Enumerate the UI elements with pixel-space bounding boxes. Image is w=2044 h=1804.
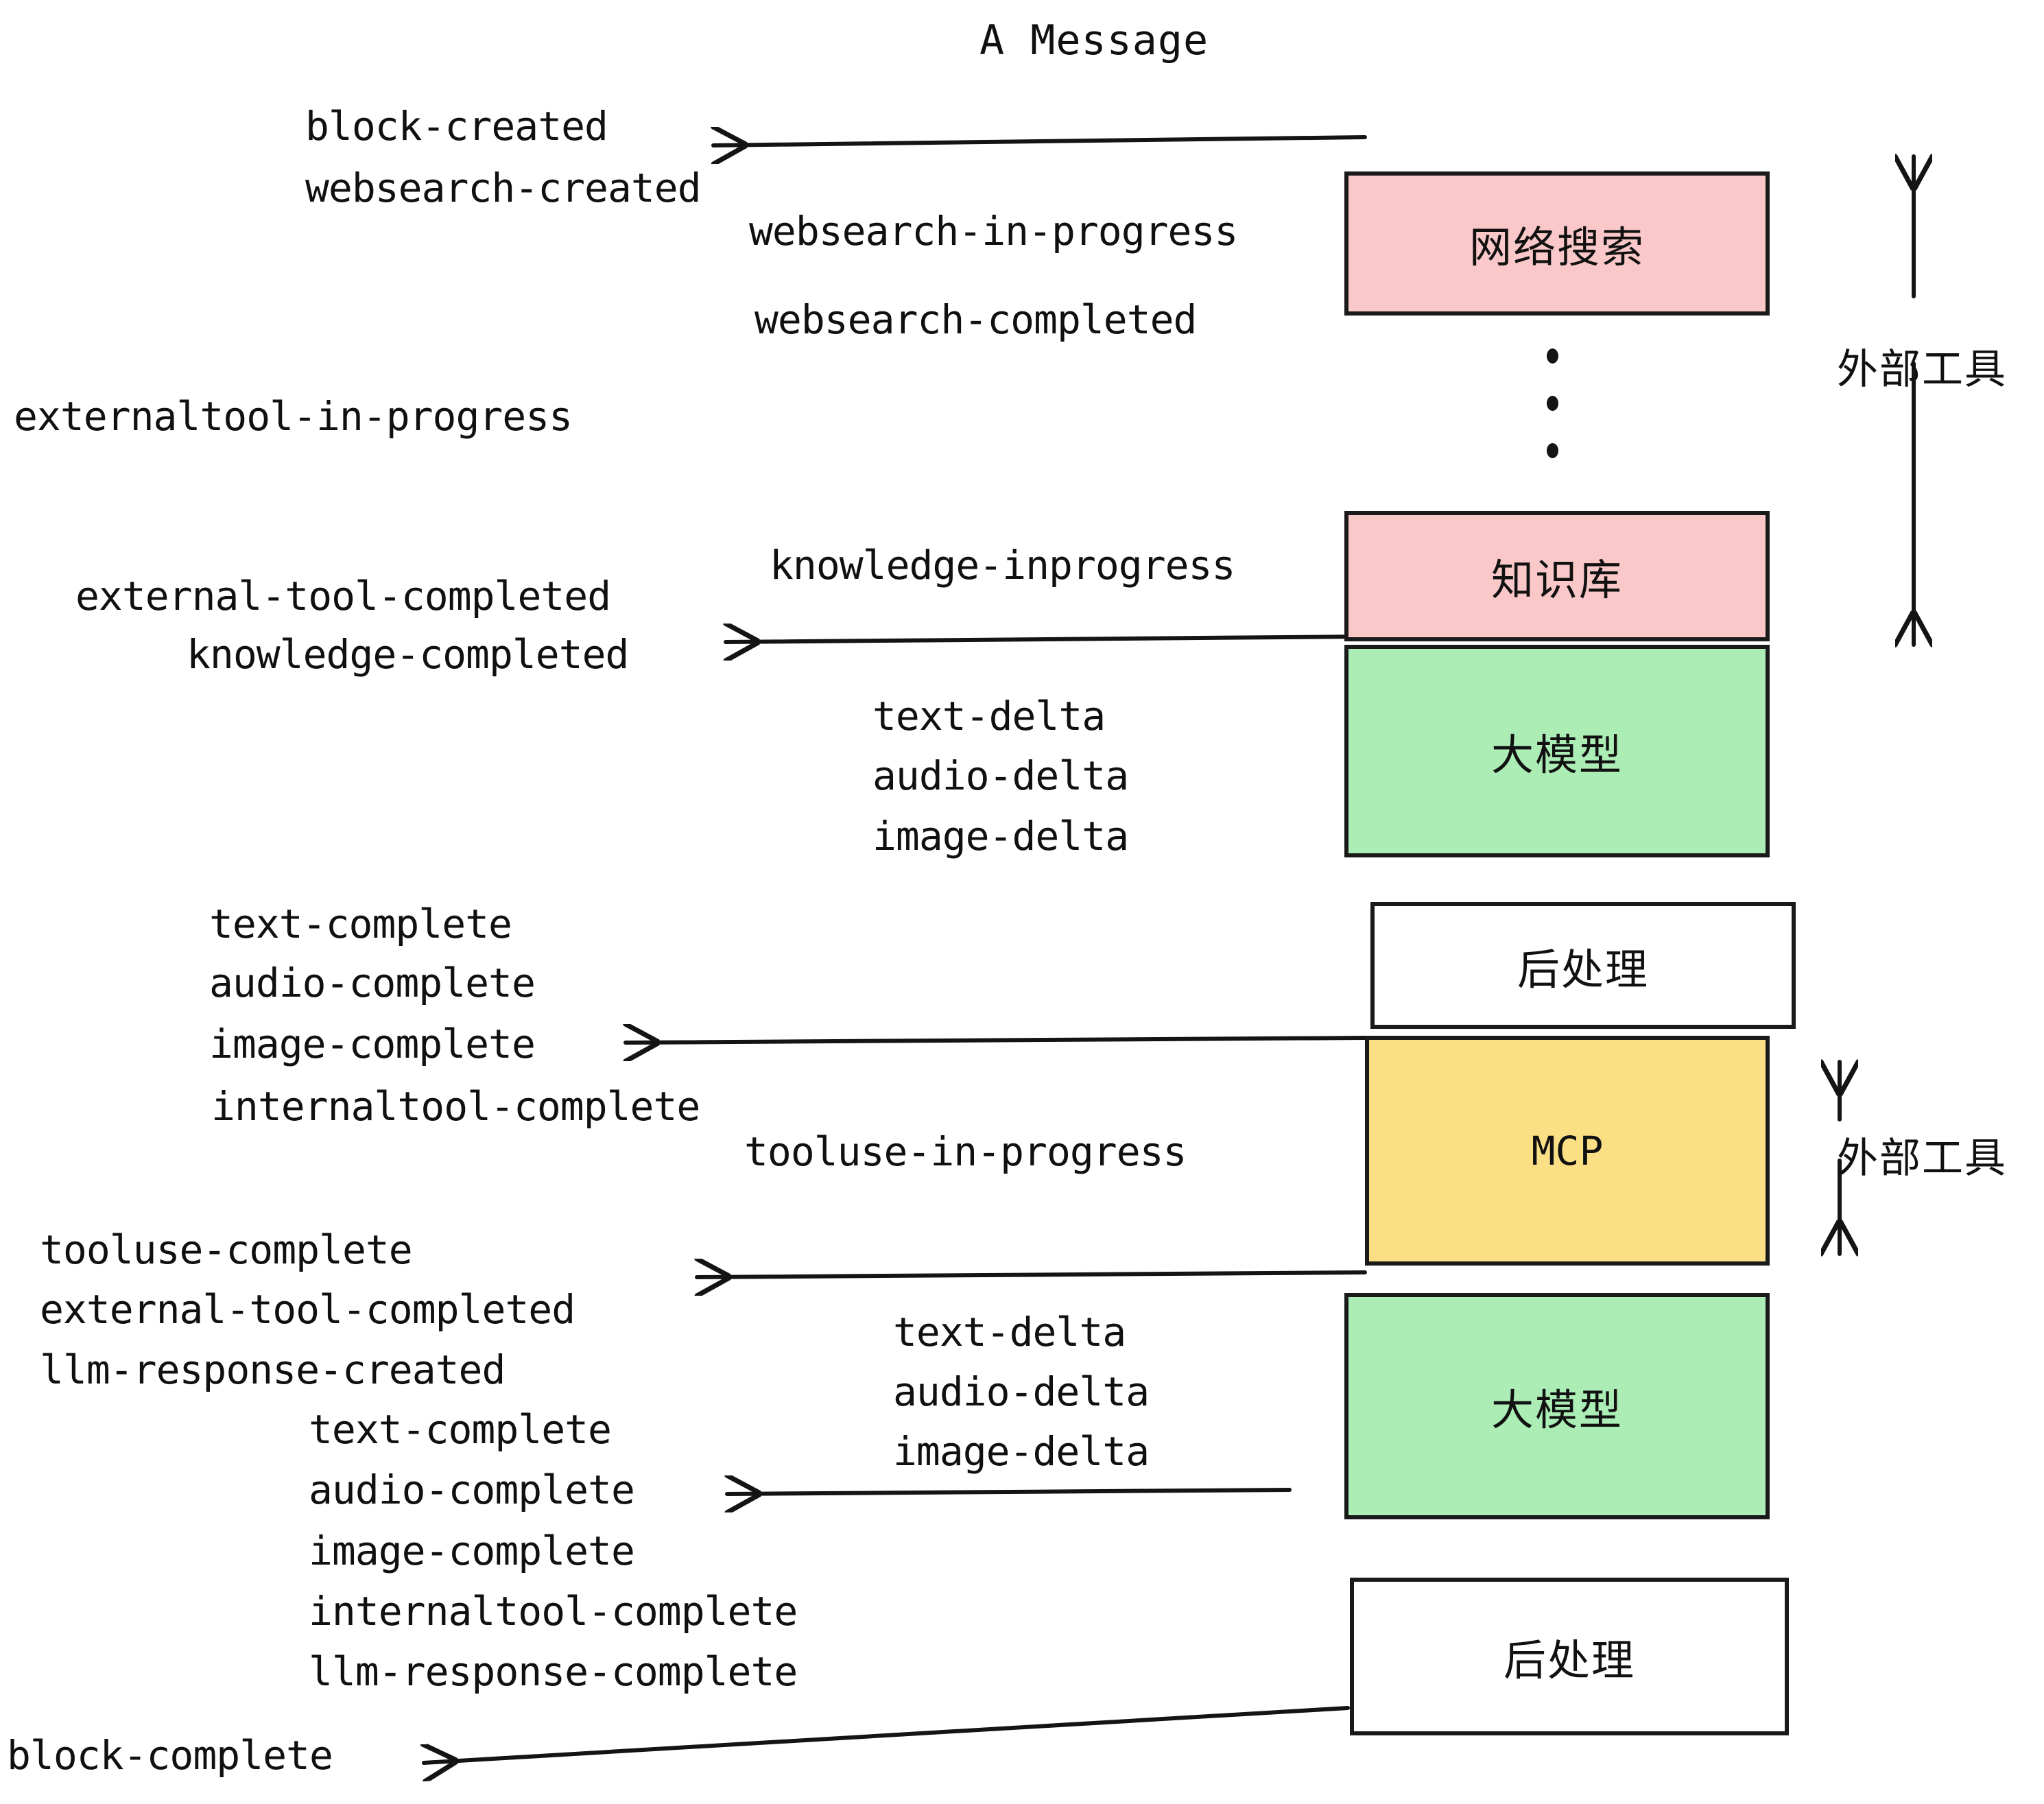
event-label-block-created: block-created	[305, 103, 608, 150]
event-label-text-complete-2: text-complete	[309, 1406, 612, 1453]
event-label-llm-response-created: llm-response-created	[40, 1346, 506, 1393]
event-label-block-complete: block-complete	[7, 1732, 333, 1779]
event-label-external-tool-completed-1: external-tool-completed	[75, 573, 611, 619]
event-label-image-complete-1: image-complete	[209, 1021, 536, 1067]
node-label: 大模型	[1490, 730, 1623, 780]
ellipsis-dot	[1547, 443, 1558, 458]
event-label-llm-response-complete: llm-response-complete	[309, 1648, 798, 1695]
node-post-1: 后处理	[1370, 902, 1796, 1029]
event-label-audio-complete-1: audio-complete	[209, 960, 536, 1006]
node-label: 知识库	[1490, 555, 1623, 605]
arrow-block-complete	[424, 1706, 1350, 1763]
arrow-block-created	[713, 137, 1367, 145]
vertical-ellipsis-icon	[1547, 348, 1558, 458]
event-label-internaltool-complete-1: internaltool-complete	[211, 1083, 700, 1130]
node-label: 后处理	[1517, 944, 1649, 995]
node-label: 网络搜索	[1469, 222, 1645, 272]
event-label-externaltool-in-progress: externaltool-in-progress	[14, 393, 573, 440]
node-knowledge: 知识库	[1344, 511, 1770, 641]
arrow-knowledge-done	[726, 637, 1366, 642]
event-label-websearch-created: websearch-created	[305, 165, 702, 211]
event-label-internaltool-complete-2: internaltool-complete	[309, 1588, 798, 1635]
arrow-audio-complete	[727, 1490, 1292, 1494]
node-websearch: 网络搜索	[1344, 171, 1770, 316]
node-llm-1: 大模型	[1344, 645, 1770, 857]
event-label-external-tool-completed-2: external-tool-completed	[40, 1286, 575, 1333]
event-label-text-complete-1: text-complete	[209, 901, 512, 947]
arrow-image-complete	[626, 1038, 1368, 1043]
event-label-audio-delta-1: audio-delta	[872, 752, 1129, 799]
event-label-audio-complete-2: audio-complete	[309, 1467, 635, 1513]
node-label: MCP	[1531, 1127, 1604, 1174]
arrow-tooluse-complete	[697, 1272, 1367, 1277]
node-post-2: 后处理	[1350, 1578, 1789, 1735]
event-label-text-delta-1: text-delta	[872, 693, 1106, 739]
ellipsis-dot	[1547, 396, 1558, 411]
event-label-image-complete-2: image-complete	[309, 1528, 635, 1574]
node-llm-2: 大模型	[1344, 1293, 1770, 1519]
event-label-text-delta-2: text-delta	[893, 1309, 1126, 1355]
side-label-external-tool-top: 外部工具	[1837, 346, 2007, 394]
side-label-external-tool-bottom: 外部工具	[1837, 1135, 2007, 1183]
event-label-knowledge-inprogress: knowledge-inprogress	[770, 542, 1235, 589]
ellipsis-dot	[1547, 348, 1558, 364]
page-title: A Message	[979, 16, 1209, 64]
event-label-tooluse-in-progress: tooluse-in-progress	[744, 1128, 1187, 1175]
node-mcp: MCP	[1365, 1036, 1770, 1266]
event-label-websearch-completed: websearch-completed	[754, 296, 1197, 343]
node-label: 大模型	[1490, 1385, 1623, 1435]
event-label-websearch-in-progress: websearch-in-progress	[749, 208, 1238, 254]
event-label-image-delta-1: image-delta	[872, 813, 1129, 859]
event-label-knowledge-completed: knowledge-completed	[187, 631, 629, 678]
node-label: 后处理	[1503, 1635, 1635, 1685]
event-label-image-delta-2: image-delta	[893, 1428, 1150, 1475]
event-label-tooluse-complete: tooluse-complete	[40, 1226, 413, 1273]
event-label-audio-delta-2: audio-delta	[893, 1368, 1150, 1415]
